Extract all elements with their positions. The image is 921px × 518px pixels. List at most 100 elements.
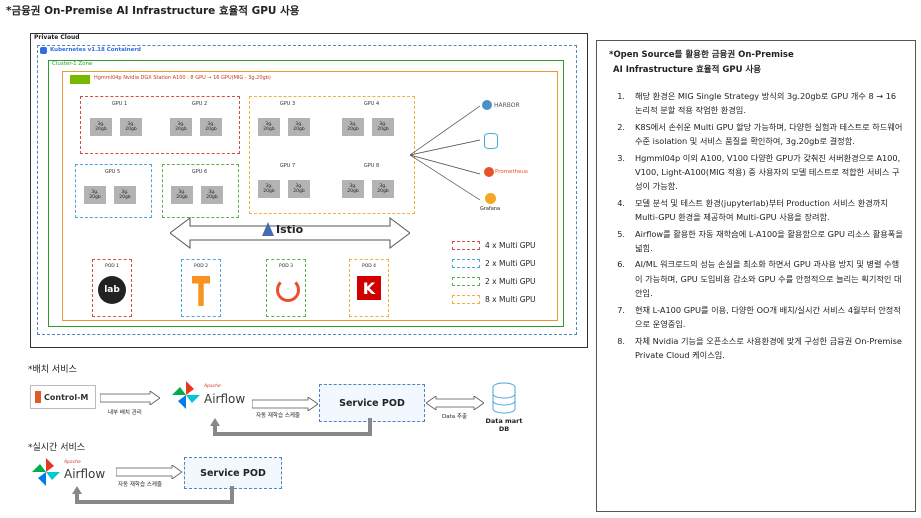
legend-item: 8 x Multi GPU xyxy=(452,295,536,304)
list-item: 5.Airflow를 활용한 자동 재학습에 L-A100을 활용함으로 GPU… xyxy=(603,227,903,256)
mig-slice: 3g. 20gb xyxy=(288,180,310,198)
gpu-label: GPU 6 xyxy=(191,169,208,175)
panel-heading-line1: *Open Source를 활용한 금융권 On-Premise xyxy=(609,50,794,60)
batch-feedback-arrow xyxy=(210,418,372,436)
gpu-group-orange xyxy=(249,96,415,214)
private-cloud-label: Private Cloud xyxy=(34,34,80,41)
batch-arrow-1 xyxy=(100,391,160,405)
mig-slice: 3g. 20gb xyxy=(372,118,394,136)
gpu-card: GPU 4 3g. 20gb 3g. 20gb xyxy=(334,98,409,148)
list-item-text: K8S에서 손쉬운 Multi GPU 할당 가능하며, 다양한 실험과 테스트… xyxy=(635,121,903,147)
pod-label: POD 1 xyxy=(104,264,119,269)
gpu-label: GPU 4 xyxy=(363,101,380,107)
page-title: *금융권 On-Premise AI Infrastructure 효율적 GP… xyxy=(6,5,300,17)
mig-slice: 3g. 20gb xyxy=(90,118,112,136)
gpu-group-blue xyxy=(75,164,152,218)
pod-label: POD 3 xyxy=(278,264,293,269)
legend-item: 2 x Multi GPU xyxy=(452,277,536,286)
gpu-card: GPU 8 3g. 20gb 3g. 20gb xyxy=(334,160,409,210)
list-item-text: 자체 Nvidia 기능을 오픈소스로 사용환경에 맞게 구성한 금융권 On-… xyxy=(635,335,902,360)
legend-item: 4 x Multi GPU xyxy=(452,241,536,250)
airflow-label: Airflow xyxy=(64,467,106,481)
airflow-icon xyxy=(172,381,200,409)
list-item-text: 해당 환경은 MIG Single Strategy 방식의 3g.20gb로 … xyxy=(635,91,897,116)
mig-slice: 3g. 20gb xyxy=(114,186,136,204)
gpu-label: GPU 7 xyxy=(279,163,296,169)
airflow-apache-label: Apache xyxy=(204,384,221,389)
gpu-label: GPU 1 xyxy=(111,101,128,107)
istio-arrow xyxy=(170,217,410,249)
gpu-card: GPU 2 3g. 20gb 3g. 20gb xyxy=(162,98,237,148)
realtime-arrow xyxy=(116,465,182,479)
mig-slice: 3g. 20gb xyxy=(201,186,223,204)
legend-label: 8 x Multi GPU xyxy=(485,295,536,304)
mig-slice: 3g. 20gb xyxy=(342,118,364,136)
gpu-group-red xyxy=(80,96,240,154)
mig-slice: 3g. 20gb xyxy=(84,186,106,204)
schedule-label: 자동 재학습 스케줄 xyxy=(118,482,162,488)
list-item: 6.AI/ML 워크로드의 성능 손실을 최소화 하면서 GPU 과사용 방지 … xyxy=(603,257,903,300)
database-icon xyxy=(484,133,498,149)
realtime-feedback-arrow xyxy=(72,486,234,504)
internal-batch-label: 내부 배치 관리 xyxy=(108,410,142,416)
list-item: 2.K8S에서 손쉬운 Multi GPU 할당 가능하며, 다양한 실험과 테… xyxy=(603,120,903,149)
list-item: 1.해당 환경은 MIG Single Strategy 방식의 3g.20gb… xyxy=(603,89,903,118)
dgx-station-frame xyxy=(62,71,558,321)
cluster-zone-frame xyxy=(48,60,564,327)
jupyterlab-icon: lab xyxy=(98,276,126,304)
datamart-label: Data mart DB xyxy=(485,417,523,433)
keras-icon: K xyxy=(357,276,381,300)
realtime-service-pod: Service POD xyxy=(184,457,282,489)
control-m-icon xyxy=(35,391,41,403)
datamart-db-icon xyxy=(492,382,516,414)
list-item: 4.모델 분석 및 테스트 환경(jupyterlab)부터 Productio… xyxy=(603,196,903,225)
nvidia-logo-icon xyxy=(70,75,90,84)
batch-service-title: *배치 서비스 xyxy=(28,365,77,375)
gpu-card: GPU 1 3g. 20gb 3g. 20gb xyxy=(82,98,157,148)
pod-card: POD 2 xyxy=(181,259,221,317)
pod-card: POD 4 K xyxy=(349,259,389,317)
legend-label: 4 x Multi GPU xyxy=(485,241,536,250)
istio-logo-icon xyxy=(262,222,274,236)
summary-panel: *Open Source를 활용한 금융권 On-Premise AI Infr… xyxy=(596,40,916,512)
list-item-text: 모델 분석 및 테스트 환경(jupyterlab)부터 Production … xyxy=(635,197,888,223)
airflow-apache-label: Apache xyxy=(64,460,81,465)
harbor-icon xyxy=(482,100,492,110)
batch-arrow-2 xyxy=(252,397,318,411)
list-item-text: Hgmml04p 이외 A100, V100 다양한 GPU가 갖춰진 서버환경… xyxy=(635,152,901,192)
mig-slice: 3g. 20gb xyxy=(170,118,192,136)
gpu-label: GPU 3 xyxy=(279,101,296,107)
kubernetes-label: Kubernetes v1.18 Containerd xyxy=(50,47,141,53)
kubernetes-icon xyxy=(40,47,47,54)
control-m-label: Control-M xyxy=(44,392,89,402)
gpu-card: GPU 7 3g. 20gb 3g. 20gb xyxy=(250,160,325,210)
mig-slice: 3g. 20gb xyxy=(171,186,193,204)
mig-slice: 3g. 20gb xyxy=(288,118,310,136)
legend-label: 2 x Multi GPU xyxy=(485,259,536,268)
pod-label: POD 4 xyxy=(361,264,376,269)
dgx-station-label: Hgmml04p Nvidia DGX Station A100 : 8 GPU… xyxy=(94,75,271,81)
airflow-label: Airflow xyxy=(204,392,246,406)
mig-slice: 3g. 20gb xyxy=(342,180,364,198)
mig-slice: 3g. 20gb xyxy=(200,118,222,136)
list-item-text: 현재 L-A100 GPU를 이용, 다양한 OO개 배치/실시간 서비스 4월… xyxy=(635,304,901,330)
legend-item: 2 x Multi GPU xyxy=(452,259,536,268)
mig-slice: 3g. 20gb xyxy=(258,180,280,198)
gpu-label: GPU 5 xyxy=(104,169,121,175)
kubernetes-frame xyxy=(37,45,577,335)
control-m-box: Control-M xyxy=(30,385,96,409)
connector-lines xyxy=(410,105,481,201)
pod-label: POD 2 xyxy=(193,264,208,269)
pod-card: POD 3 xyxy=(266,259,306,317)
data-extract-label: Data 추출 xyxy=(442,414,468,420)
legend-label: 2 x Multi GPU xyxy=(485,277,536,286)
airflow-icon xyxy=(32,458,60,486)
gpu-card: GPU 6 3g. 20gb 3g. 20gb xyxy=(163,166,236,214)
gpu-label: GPU 2 xyxy=(191,101,208,107)
gpu-card: GPU 3 3g. 20gb 3g. 20gb xyxy=(250,98,325,148)
data-extract-arrow xyxy=(426,396,484,410)
pytorch-icon xyxy=(276,278,300,302)
prometheus-label: Prometheus xyxy=(495,169,528,175)
realtime-service-title: *실시간 서비스 xyxy=(28,443,86,453)
panel-heading: *Open Source를 활용한 금융권 On-Premise AI Infr… xyxy=(609,48,794,78)
